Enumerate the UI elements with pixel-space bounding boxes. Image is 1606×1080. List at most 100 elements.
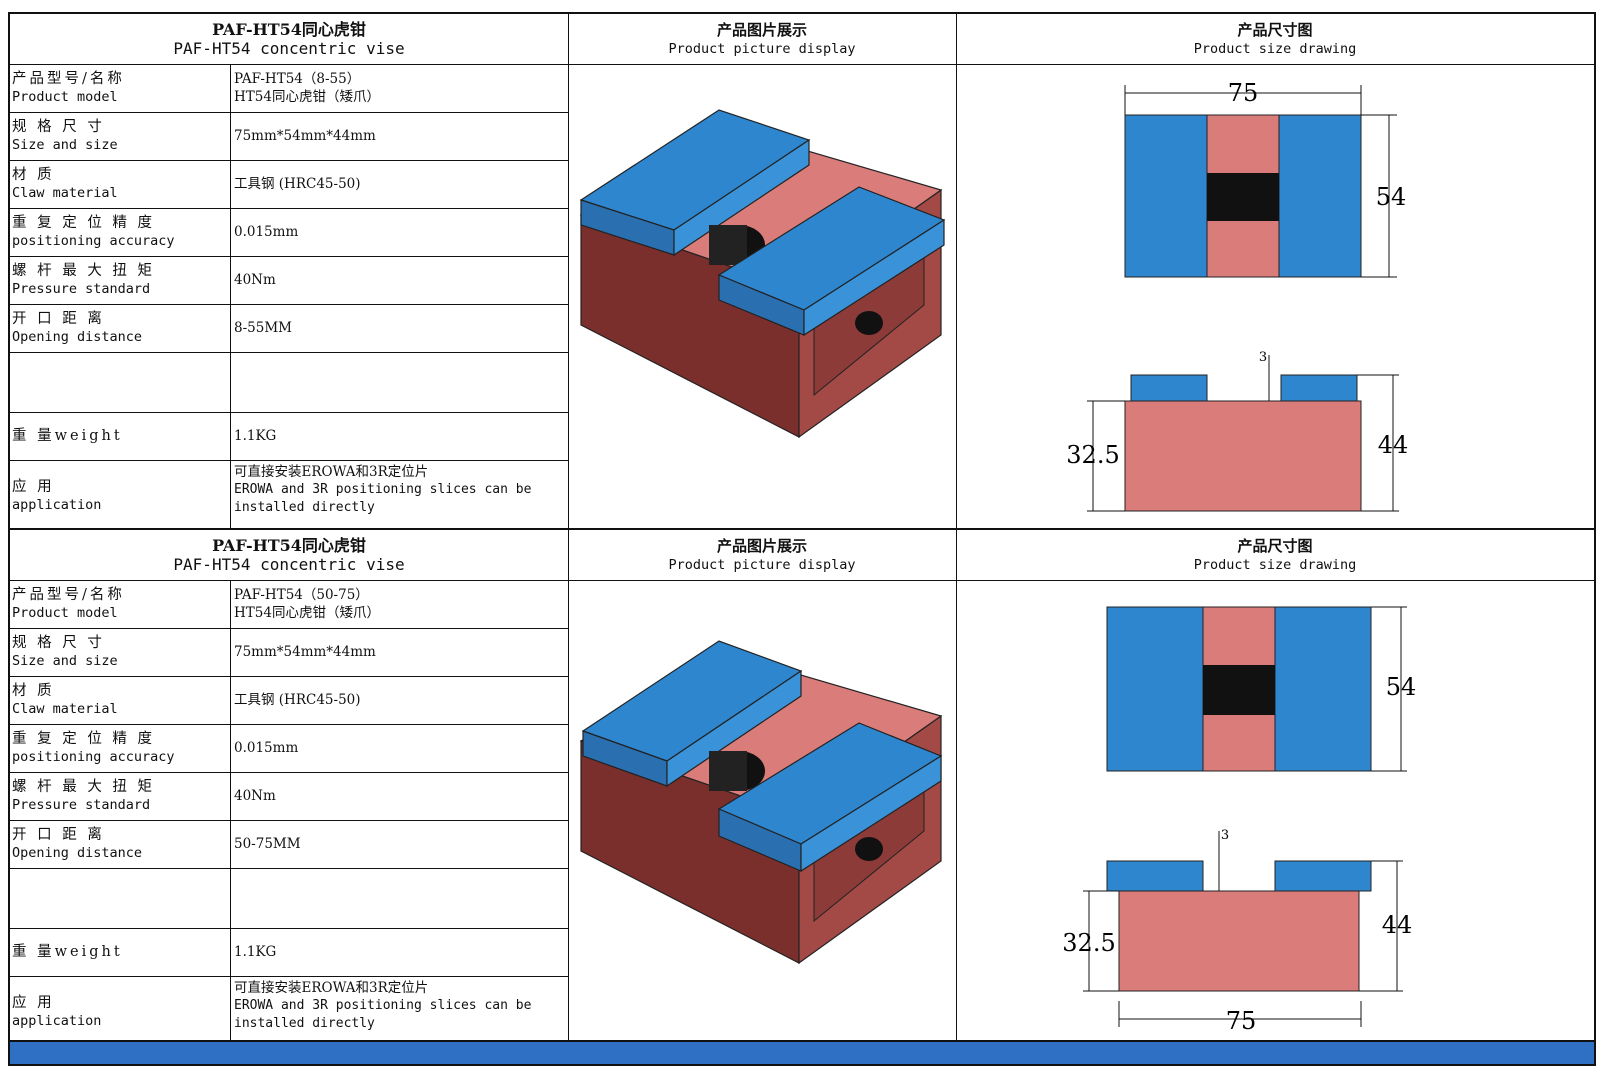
spec-value-line: 0.015mm: [234, 740, 299, 756]
side-view-base: [1124, 400, 1362, 512]
spec-label-zh: 规 格 尺 寸: [12, 635, 105, 651]
drawing-column-header-en: Product size drawing: [1193, 41, 1357, 57]
spec-value-line: EROWA and 3R positioning slices can be: [234, 998, 532, 1013]
spec-value: 1.1KG: [232, 928, 567, 976]
row-divider: [10, 256, 568, 257]
spec-label-en: Opening distance: [12, 845, 143, 861]
spec-label-zh: 重 量weight: [12, 944, 123, 960]
column-divider: [568, 530, 569, 1044]
dim-depth: 54: [1376, 183, 1407, 211]
spec-label-zh: 重 复 定 位 精 度: [12, 215, 156, 231]
spec-label-en: Claw material: [12, 185, 118, 201]
spec-value-line: installed directly: [234, 500, 375, 515]
section-title-en: PAF-HT54 concentric vise: [173, 39, 405, 58]
dim-width: 75: [1228, 79, 1259, 107]
spec-value: 可直接安装EROWA和3R定位片 EROWA and 3R positioning…: [232, 976, 567, 1044]
spec-value: 8-55MM: [232, 304, 567, 352]
spec-value-line: EROWA and 3R positioning slices can be: [234, 482, 532, 497]
jaw-left-side: [666, 669, 802, 788]
spec-label: 重 量weight: [10, 928, 230, 976]
spec-label-en: Opening distance: [12, 329, 143, 345]
dim-base: 32.5: [1062, 929, 1115, 957]
product-picture: [579, 640, 943, 965]
drawing-column-header-en: Product size drawing: [1193, 557, 1357, 573]
spec-label-en: Pressure standard: [12, 797, 151, 813]
spec-value-line: 40Nm: [234, 788, 276, 804]
jaw-right-side: [803, 218, 945, 337]
spec-value-line: 工具钢 (HRC45-50): [234, 176, 361, 192]
spec-label-zh: 应 用: [12, 478, 55, 495]
spec-label: 重 量weight: [10, 412, 230, 460]
dim-step: 3: [1259, 350, 1267, 365]
spec-label-zh: 应 用: [12, 994, 55, 1011]
spec-label-zh: 规 格 尺 寸: [12, 119, 105, 135]
picture-column-header-en: Product picture display: [668, 41, 856, 57]
spec-label-en: positioning accuracy: [12, 233, 175, 249]
dim-width: 75: [1226, 1007, 1257, 1035]
spec-value-line: 75mm*54mm*44mm: [234, 128, 376, 144]
spec-label-en: Size and size: [12, 137, 118, 153]
column-divider: [568, 14, 569, 528]
drawing-column-header: 产品尺寸图 Product size drawing: [956, 14, 1594, 64]
spec-value-line: 可直接安装EROWA和3R定位片: [234, 980, 429, 996]
dim-base: 32.5: [1066, 441, 1119, 469]
row-divider: [10, 208, 568, 209]
jaw-left-side: [673, 138, 810, 257]
spec-value: 工具钢 (HRC45-50): [232, 676, 567, 724]
spec-value: 工具钢 (HRC45-50): [232, 160, 567, 208]
spec-value-line: HT54同心虎钳（矮爪）: [234, 89, 380, 105]
spec-label-en: Size and size: [12, 653, 118, 669]
row-divider: [10, 676, 568, 677]
spec-label-zh: 重 量weight: [12, 428, 123, 444]
row-divider: [10, 820, 568, 821]
side-view-jaw-left: [1130, 374, 1208, 402]
spec-label: [10, 352, 230, 412]
dim-height: 44: [1382, 911, 1413, 939]
product-picture: [579, 109, 946, 439]
spec-label-zh: 材 质: [12, 683, 55, 699]
row-divider: [10, 868, 568, 869]
header-divider: [10, 580, 1594, 581]
spec-value: 1.1KG: [232, 412, 567, 460]
drawing-column-header-zh: 产品尺寸图: [1237, 21, 1313, 39]
row-divider: [10, 160, 568, 161]
screw-nut: [855, 311, 883, 335]
row-divider: [10, 724, 568, 725]
lead-screw-body: [709, 225, 747, 265]
row-divider: [10, 460, 568, 461]
spec-label: 重 复 定 位 精 度 positioning accuracy: [10, 208, 230, 256]
row-divider: [10, 352, 568, 353]
row-divider: [10, 412, 568, 413]
spec-label-zh: 重 复 定 位 精 度: [12, 731, 156, 747]
spec-value: 50-75MM: [232, 820, 567, 868]
spec-value: 0.015mm: [232, 208, 567, 256]
picture-column-header-en: Product picture display: [668, 557, 856, 573]
spec-label-zh: 螺 杆 最 大 扭 矩: [12, 263, 156, 279]
jaw-right-side: [800, 754, 942, 873]
spec-value-line: 1.1KG: [234, 944, 277, 960]
picture-column-header-zh: 产品图片展示: [716, 537, 807, 555]
drawing-column-header-zh: 产品尺寸图: [1237, 537, 1313, 555]
spec-value-line: 工具钢 (HRC45-50): [234, 692, 361, 708]
spec-value-line: installed directly: [234, 1016, 375, 1031]
spec-label: 规 格 尺 寸 Size and size: [10, 628, 230, 676]
picture-column-header-zh: 产品图片展示: [716, 21, 807, 39]
spec-value: 40Nm: [232, 256, 567, 304]
spec-label-en: Product model: [12, 605, 118, 621]
spec-value: 40Nm: [232, 772, 567, 820]
spec-value-line: 75mm*54mm*44mm: [234, 644, 376, 660]
picture-column-header: 产品图片展示 Product picture display: [568, 14, 956, 64]
column-divider: [230, 64, 231, 528]
side-view-jaw-right: [1274, 860, 1372, 892]
footer-bar: [10, 1040, 1594, 1064]
dim-step: 3: [1221, 828, 1229, 843]
